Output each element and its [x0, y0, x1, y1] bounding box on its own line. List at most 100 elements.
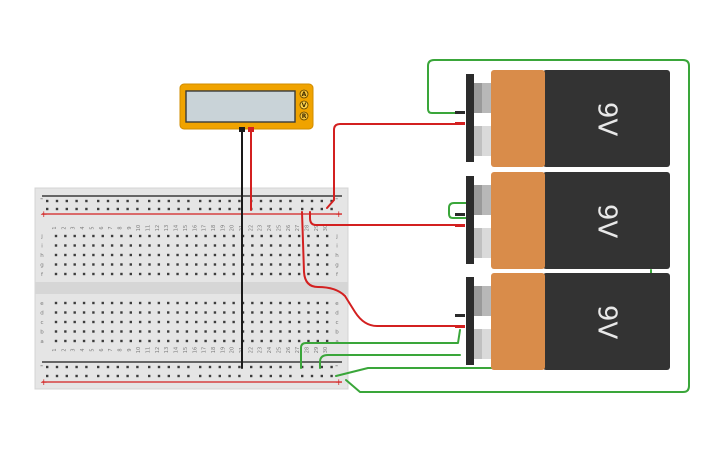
- terminal-hole[interactable]: [232, 330, 235, 333]
- mode-button-a[interactable]: [299, 89, 309, 99]
- terminal-hole[interactable]: [129, 311, 132, 314]
- rail-hole[interactable]: [279, 365, 282, 369]
- terminal-hole[interactable]: [167, 244, 170, 247]
- terminal-hole[interactable]: [120, 320, 123, 324]
- terminal-hole[interactable]: [138, 272, 142, 276]
- rail-hole[interactable]: [106, 365, 110, 369]
- terminal-hole[interactable]: [325, 320, 329, 324]
- multimeter-mode-selector[interactable]: AVR: [299, 89, 309, 121]
- terminal-hole[interactable]: [110, 244, 114, 247]
- terminal-hole[interactable]: [92, 301, 95, 305]
- rail-hole[interactable]: [228, 374, 231, 378]
- mode-button-r[interactable]: [299, 111, 309, 121]
- terminal-hole[interactable]: [167, 301, 170, 305]
- rail-hole[interactable]: [310, 374, 314, 378]
- terminal-hole[interactable]: [82, 311, 86, 314]
- terminal-hole[interactable]: [120, 272, 123, 276]
- terminal-hole[interactable]: [157, 320, 161, 324]
- terminal-hole[interactable]: [251, 263, 254, 266]
- rail-hole[interactable]: [289, 365, 292, 369]
- terminal-hole[interactable]: [185, 339, 189, 343]
- rail-hole[interactable]: [279, 207, 282, 211]
- terminal-hole[interactable]: [251, 301, 254, 305]
- terminal-hole[interactable]: [325, 234, 329, 238]
- terminal-hole[interactable]: [213, 301, 217, 305]
- terminal-hole[interactable]: [288, 272, 291, 276]
- terminal-hole[interactable]: [316, 301, 319, 305]
- terminal-hole[interactable]: [223, 272, 226, 276]
- battery-9v[interactable]: 9V: [455, 172, 670, 269]
- rail-hole[interactable]: [177, 365, 180, 369]
- terminal-hole[interactable]: [73, 330, 76, 333]
- rail-hole[interactable]: [218, 199, 221, 203]
- terminal-hole[interactable]: [316, 263, 319, 266]
- rail-hole[interactable]: [126, 365, 129, 369]
- rail-hole[interactable]: [65, 374, 68, 378]
- terminal-hole[interactable]: [213, 330, 217, 333]
- terminal-hole[interactable]: [82, 272, 86, 276]
- rail-hole[interactable]: [75, 374, 78, 378]
- terminal-hole[interactable]: [232, 263, 235, 266]
- terminal-hole[interactable]: [148, 244, 151, 247]
- terminal-hole[interactable]: [223, 320, 226, 324]
- terminal-hole[interactable]: [157, 272, 161, 276]
- terminal-hole[interactable]: [195, 311, 198, 314]
- terminal-hole[interactable]: [101, 263, 104, 266]
- terminal-hole[interactable]: [223, 330, 226, 333]
- terminal-hole[interactable]: [279, 253, 282, 257]
- terminal-hole[interactable]: [223, 234, 226, 238]
- terminal-hole[interactable]: [176, 253, 179, 257]
- rail-hole[interactable]: [157, 199, 161, 203]
- terminal-hole[interactable]: [251, 234, 254, 238]
- terminal-hole[interactable]: [204, 311, 207, 314]
- terminal-hole[interactable]: [54, 263, 58, 266]
- terminal-hole[interactable]: [92, 263, 95, 266]
- multimeter[interactable]: AVR: [179, 83, 314, 132]
- rail-hole[interactable]: [187, 365, 190, 369]
- rail-hole[interactable]: [218, 207, 221, 211]
- terminal-hole[interactable]: [325, 263, 329, 266]
- rail-hole[interactable]: [259, 207, 263, 211]
- rail-hole[interactable]: [238, 365, 241, 369]
- rail-hole[interactable]: [85, 374, 88, 378]
- terminal-hole[interactable]: [325, 330, 329, 333]
- terminal-hole[interactable]: [279, 234, 282, 238]
- terminal-hole[interactable]: [232, 311, 235, 314]
- battery-9v[interactable]: 9V: [455, 70, 670, 167]
- rail-hole[interactable]: [46, 365, 49, 369]
- terminal-hole[interactable]: [167, 272, 170, 276]
- terminal-hole[interactable]: [167, 263, 170, 266]
- terminal-hole[interactable]: [232, 234, 235, 238]
- wire-red-battery3-to-board[interactable]: [301, 211, 460, 327]
- terminal-hole[interactable]: [260, 234, 263, 238]
- terminal-hole[interactable]: [297, 301, 301, 305]
- wire-green-battery3-to-board-a[interactable]: [300, 329, 461, 369]
- terminal-hole[interactable]: [325, 253, 329, 257]
- terminal-hole[interactable]: [288, 339, 291, 343]
- terminal-hole[interactable]: [110, 330, 114, 333]
- terminal-hole[interactable]: [269, 263, 273, 266]
- rail-hole[interactable]: [65, 365, 68, 369]
- rail-hole[interactable]: [289, 207, 292, 211]
- rail-hole[interactable]: [126, 199, 129, 203]
- rail-hole[interactable]: [330, 365, 333, 369]
- terminal-hole[interactable]: [110, 301, 114, 305]
- rail-hole[interactable]: [269, 207, 272, 211]
- rail-hole[interactable]: [116, 199, 119, 203]
- terminal-hole[interactable]: [223, 244, 226, 247]
- terminal-hole[interactable]: [54, 339, 58, 343]
- rail-hole[interactable]: [167, 374, 170, 378]
- rail-hole[interactable]: [310, 207, 314, 211]
- rail-hole[interactable]: [279, 199, 282, 203]
- terminal-hole[interactable]: [288, 330, 291, 333]
- terminal-hole[interactable]: [167, 234, 170, 238]
- terminal-hole[interactable]: [307, 272, 310, 276]
- terminal-hole[interactable]: [129, 339, 132, 343]
- rail-hole[interactable]: [136, 207, 139, 211]
- terminal-hole[interactable]: [73, 234, 76, 238]
- terminal-hole[interactable]: [73, 253, 76, 257]
- terminal-hole[interactable]: [279, 320, 282, 324]
- terminal-hole[interactable]: [288, 311, 291, 314]
- terminal-hole[interactable]: [82, 330, 86, 333]
- terminal-hole[interactable]: [288, 301, 291, 305]
